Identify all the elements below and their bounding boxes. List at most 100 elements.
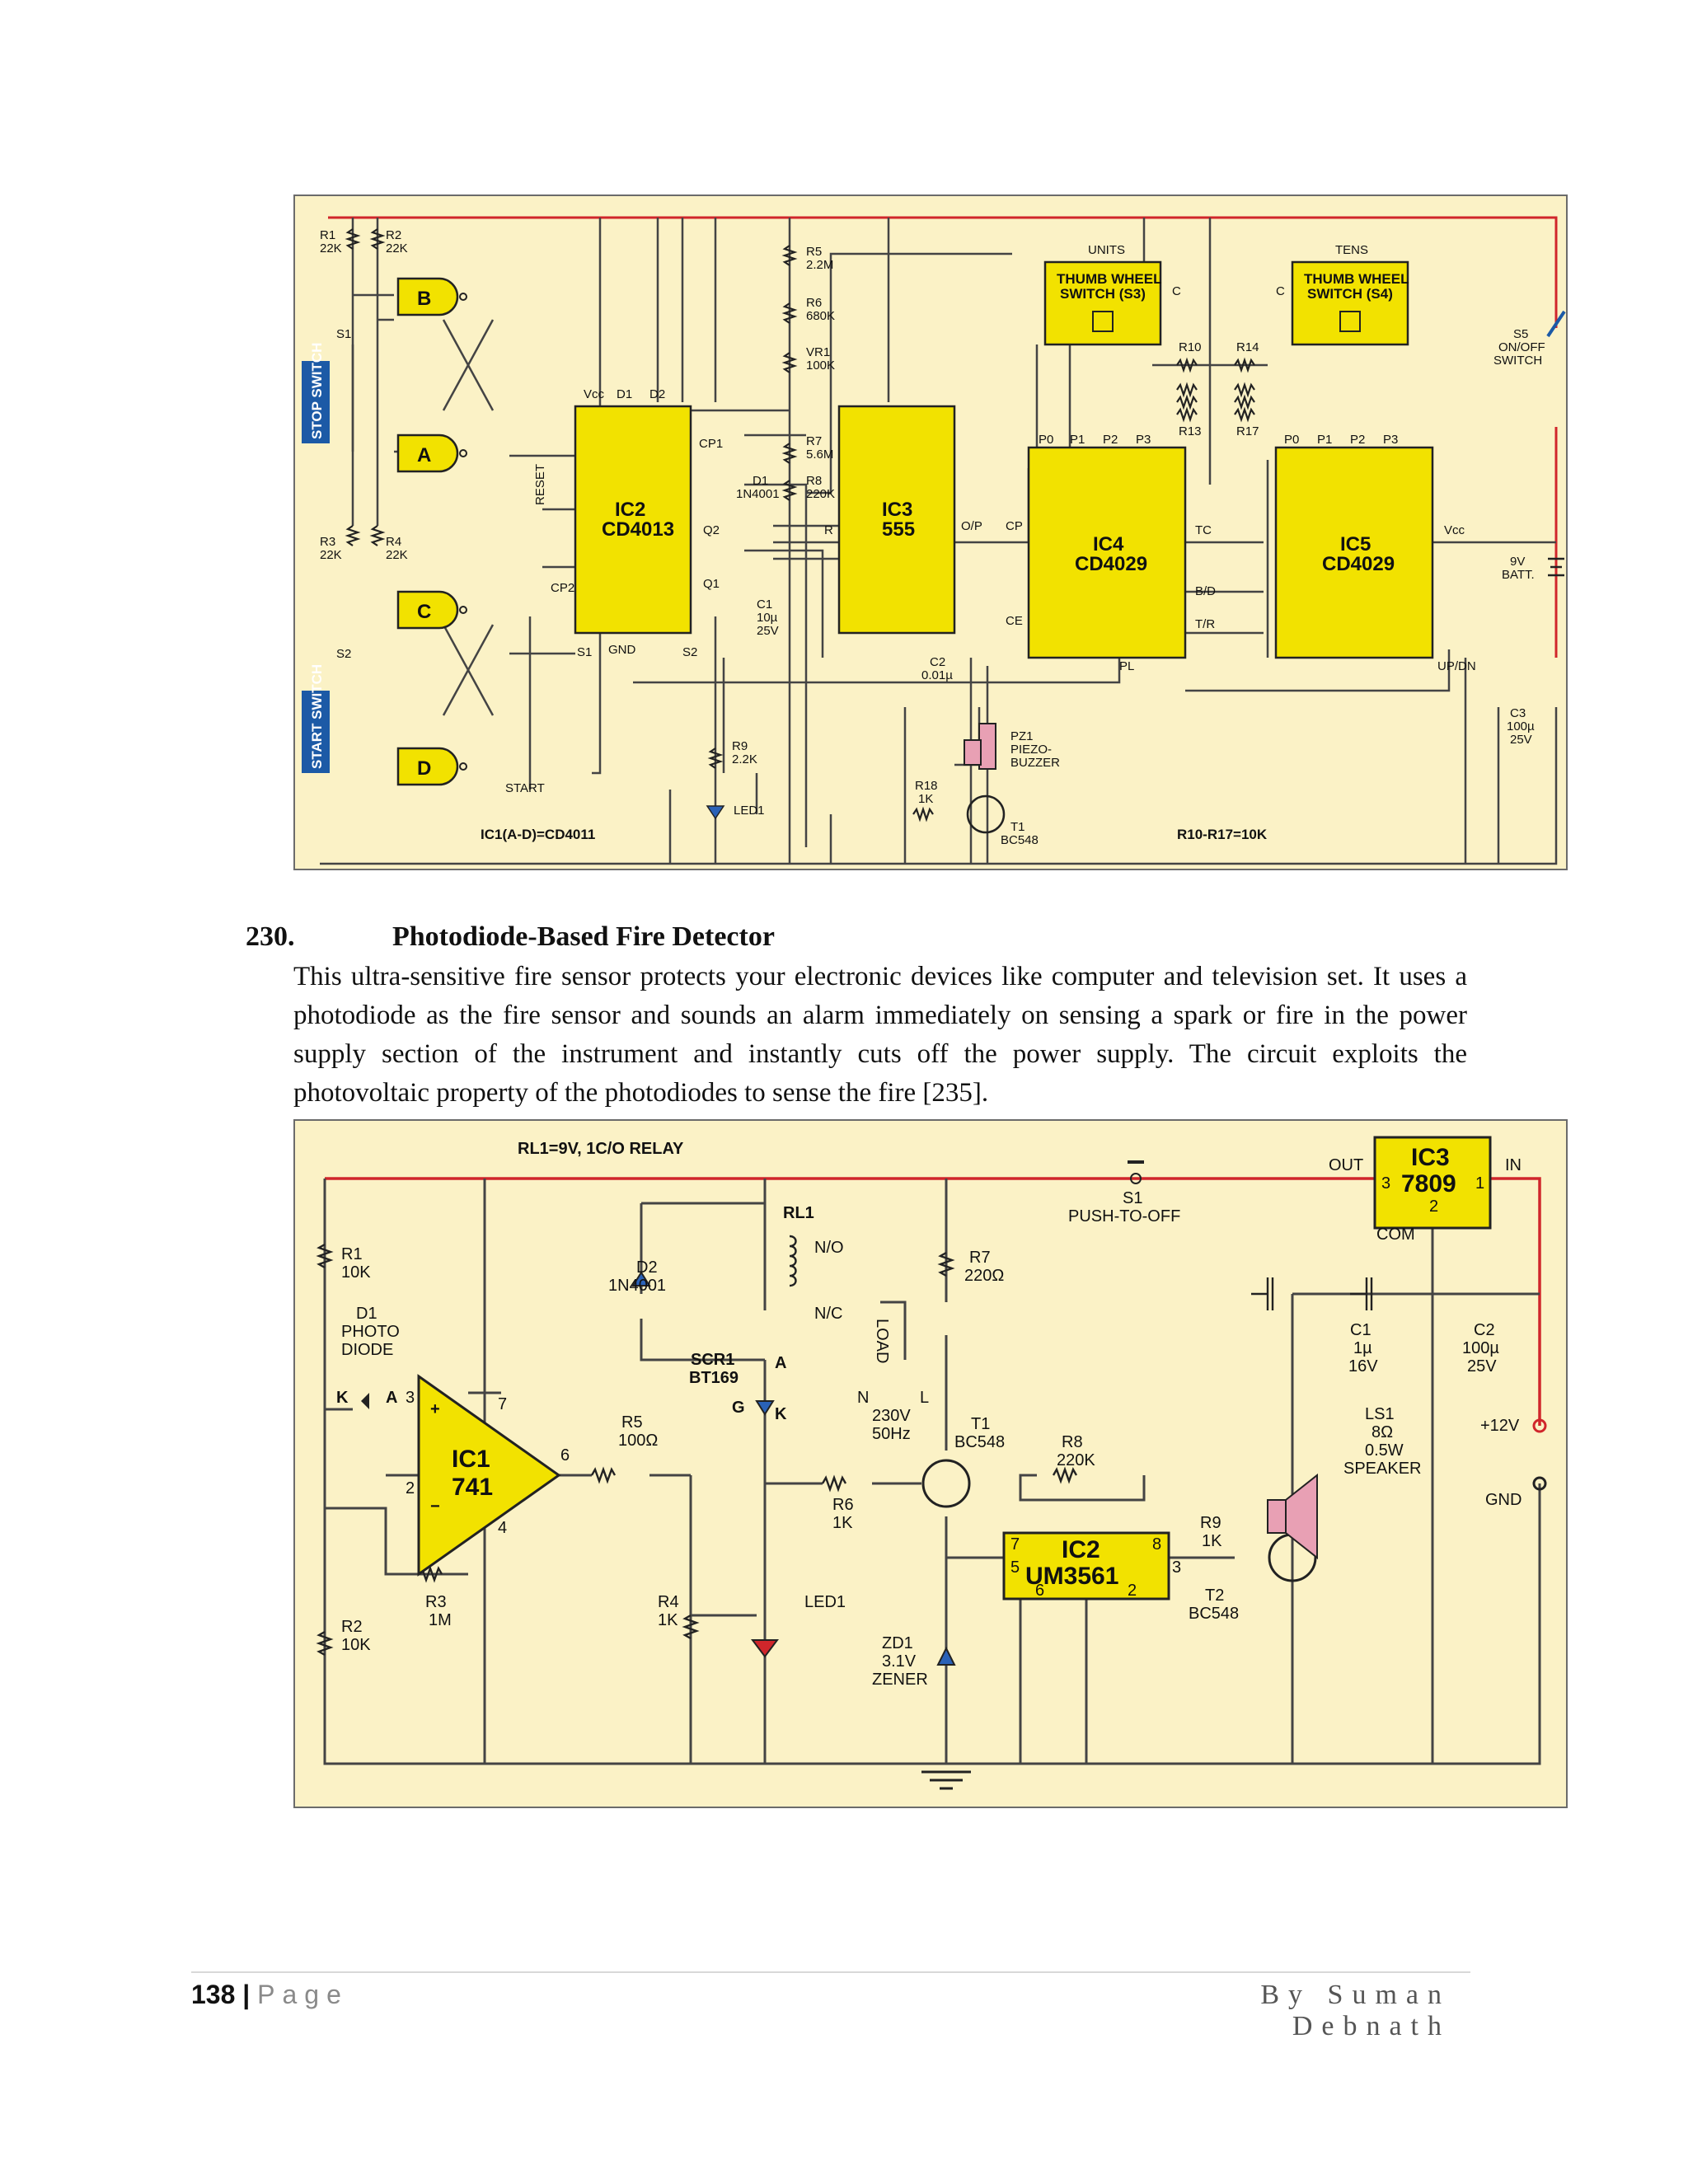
c1-s5b: SWITCH <box>1493 354 1542 368</box>
c2-t1: T1 <box>971 1415 990 1433</box>
c1-vr1: VR1 <box>806 345 830 359</box>
c2-c2v2: 25V <box>1467 1357 1497 1376</box>
c2-r9: R9 <box>1200 1514 1221 1532</box>
c1-op: O/P <box>961 519 982 533</box>
c2-r1v: 10K <box>341 1263 371 1282</box>
c1-r9v: 2.2K <box>732 752 757 766</box>
c2-ic2-pin6: 6 <box>1035 1582 1044 1600</box>
c2-zener: ZENER <box>872 1671 928 1689</box>
page-word: Page <box>257 1980 349 2009</box>
c1-c1v2: 25V <box>757 624 779 638</box>
c2-out: OUT <box>1329 1156 1363 1174</box>
c1-tw4-2: SWITCH (S4) <box>1307 286 1393 302</box>
c2-zd1v: 3.1V <box>882 1652 917 1671</box>
c1-r4v: 22K <box>386 548 408 562</box>
c2-ic2-pin3: 3 <box>1172 1558 1181 1577</box>
c2-ic2-pin5: 5 <box>1010 1558 1020 1577</box>
c1-rnote: R10-R17=10K <box>1177 827 1268 842</box>
c2-scr1: SCR1 <box>691 1351 734 1369</box>
c2-ls1a: 8Ω <box>1372 1423 1393 1441</box>
opamp-ic1 <box>417 1374 561 1577</box>
c1-tens: TENS <box>1335 243 1368 257</box>
c1-pl: PL <box>1119 659 1134 673</box>
c2-plus: + <box>430 1400 440 1418</box>
c2-pin6: 6 <box>560 1446 570 1465</box>
c2-c2: C2 <box>1474 1321 1495 1339</box>
c1-t1v: BC548 <box>1001 833 1039 847</box>
c2-g: G <box>732 1399 745 1417</box>
ic2-box <box>1002 1531 1170 1601</box>
c2-v12: +12V <box>1480 1417 1520 1435</box>
footer-page: 138 | Page <box>191 1980 349 2010</box>
c2-ic2v: UM3561 <box>1025 1563 1118 1590</box>
c2-no: N/O <box>814 1239 844 1257</box>
c1-ic2-name: IC2 <box>615 499 645 521</box>
c2-scr1v: BT169 <box>689 1369 738 1387</box>
c1-p0a: P0 <box>1039 433 1053 447</box>
c1-r3v: 22K <box>320 548 342 562</box>
c1-s5a: ON/OFF <box>1498 340 1545 354</box>
circuit1-svg: R1 22K R2 22K R3 22K R4 22K B A C D S1 S… <box>302 216 1566 865</box>
c1-r8v: 220K <box>806 487 835 501</box>
c1-diode1: D1 <box>753 474 768 488</box>
c1-gate-a: A <box>417 444 431 466</box>
c2-r7v: 220Ω <box>964 1267 1004 1285</box>
c1-cp: CP <box>1006 519 1023 533</box>
c1-c2: C2 <box>930 655 945 669</box>
c1-p2b: P2 <box>1350 433 1365 447</box>
page-separator: | <box>242 1980 251 2009</box>
c1-r18v: 1K <box>918 792 933 806</box>
c2-diode: DIODE <box>341 1341 393 1359</box>
c1-p1b: P1 <box>1317 433 1332 447</box>
c2-r2v: 10K <box>341 1636 371 1654</box>
c2-c2v1: 100µ <box>1462 1339 1499 1357</box>
c2-ic1: IC1 <box>452 1446 490 1473</box>
c1-r1: R1 <box>320 228 335 242</box>
c1-ic4-part: CD4029 <box>1075 553 1147 575</box>
c1-ic5-part: CD4029 <box>1322 553 1395 575</box>
start-switch-tag <box>302 691 330 773</box>
c1-ic2-part: CD4013 <box>602 518 674 541</box>
c1-r2v: 22K <box>386 241 408 255</box>
c1-p3b: P3 <box>1383 433 1398 447</box>
circuit2-svg: RL1=9V, 1C/O RELAY R1 10K D1 PHOTO DIODE… <box>316 1136 1547 1790</box>
c1-s1pin: S1 <box>577 645 592 659</box>
c1-r4: R4 <box>386 535 401 549</box>
c2-minus: − <box>430 1497 440 1516</box>
c1-ic3-part: 555 <box>882 518 915 541</box>
c2-r4v: 1K <box>658 1611 678 1629</box>
c2-s1: S1 <box>1123 1189 1142 1207</box>
c1-c1: C1 <box>757 598 772 612</box>
c1-tw4-1: THUMB WHEEL <box>1304 271 1409 287</box>
section-number: 230. <box>246 921 295 952</box>
c1-updn: UP/DN <box>1437 659 1476 673</box>
c1-c3v2: 25V <box>1510 733 1532 747</box>
c2-r3: R3 <box>425 1593 447 1611</box>
c1-p1a: P1 <box>1070 433 1085 447</box>
c2-pin2: 2 <box>406 1479 415 1497</box>
c1-start-switch: START SWITCH <box>309 664 325 769</box>
c2-r8v: 220K <box>1057 1451 1095 1469</box>
stop-switch-tag <box>302 361 330 443</box>
c2-n: N <box>857 1389 869 1407</box>
c1-r6: R6 <box>806 296 822 310</box>
c2-a: A <box>386 1389 397 1407</box>
c2-t1v: BC548 <box>954 1433 1005 1451</box>
c1-tw3-2: SWITCH (S3) <box>1060 286 1146 302</box>
c1-p2a: P2 <box>1103 433 1118 447</box>
c2-r9v: 1K <box>1202 1532 1222 1550</box>
c1-c-left: C <box>1172 284 1181 298</box>
c1-vcc: Vcc <box>584 387 605 401</box>
c2-scr-a: A <box>775 1354 786 1372</box>
c2-ic1v: 741 <box>452 1474 493 1501</box>
section-body: This ultra-sensitive fire sensor protect… <box>293 962 1467 1108</box>
c1-gate-c: C <box>417 601 431 623</box>
c1-r18: R18 <box>915 779 938 793</box>
c2-ic2-pin2: 2 <box>1128 1582 1137 1600</box>
c2-pin4: 4 <box>498 1519 507 1537</box>
c1-r1v: 22K <box>320 241 342 255</box>
c1-s5: S5 <box>1513 327 1528 341</box>
c2-c1v1: 1µ <box>1353 1339 1372 1357</box>
c1-pz1a: PIEZO- <box>1010 743 1052 757</box>
c1-tr: T/R <box>1195 617 1215 631</box>
